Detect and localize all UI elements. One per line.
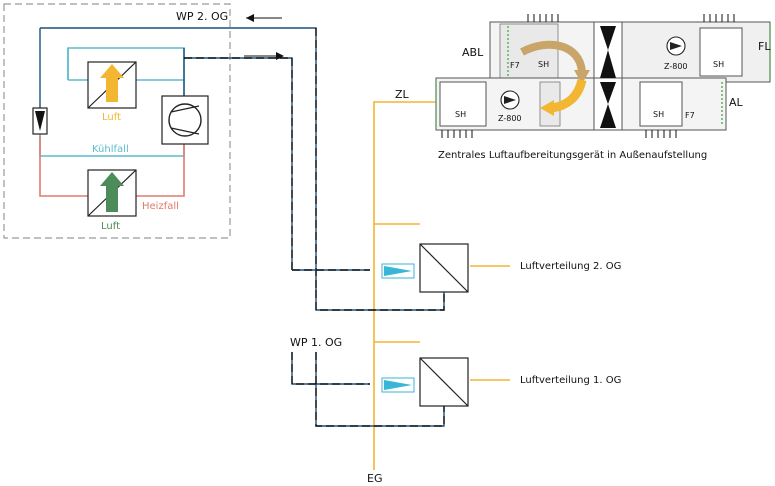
return-arrow-icon (246, 14, 282, 22)
sh-label-4: SH (653, 110, 664, 119)
sh-label-3: SH (455, 110, 466, 119)
wp2-label: WP 2. OG (176, 10, 228, 23)
fl-label: FL (758, 40, 771, 53)
heat-pump-enclosure (3, 3, 231, 239)
f7-left-label: F7 (510, 61, 520, 70)
al-label: AL (729, 96, 744, 109)
water-lines-1og-dashed (291, 352, 445, 427)
rotor-arrow-icon (520, 40, 586, 73)
wp1-label: WP 1. OG (290, 336, 342, 349)
heizfall-label: Heizfall (142, 201, 179, 212)
zl-label: ZL (395, 88, 410, 101)
luft-heat-label: Luft (101, 221, 120, 232)
kuehlfall-label: Kühlfall (92, 144, 129, 155)
air-arrow-cool-icon (100, 64, 124, 102)
supply-arrow-icon (244, 52, 284, 60)
heating-circuit (39, 136, 185, 197)
cooling-heat-exchanger (87, 61, 137, 109)
fan-bottom-icon (500, 90, 520, 110)
air-handling-unit (435, 14, 771, 138)
heat-pump-water-lines (39, 27, 317, 290)
supply-air-riser (373, 101, 510, 470)
heat-exchanger-2og (419, 243, 469, 293)
control-valve-1og-icon (381, 377, 415, 393)
dist-2og-label: Luftverteilung 2. OG (520, 261, 621, 272)
luft-cool-label: Luft (102, 112, 121, 123)
expansion-valve-icon (32, 107, 48, 135)
fan-top-label: Z-800 (664, 62, 688, 71)
abl-label: ABL (462, 46, 484, 59)
compressor-icon (161, 95, 209, 145)
air-arrow-heat-icon (100, 172, 124, 212)
water-lines-2og-dashed (292, 269, 445, 311)
sh-label-1: SH (538, 60, 549, 69)
dist-1og-label: Luftverteilung 1. OG (520, 375, 621, 386)
ahu-caption: Zentrales Luftaufbereitungsgerät in Auße… (438, 150, 707, 161)
supply-arrow-ahu-icon (551, 78, 587, 113)
fan-bottom-label: Z-800 (498, 114, 522, 123)
sh-label-2: SH (713, 60, 724, 69)
f7-right-label: F7 (685, 111, 695, 120)
heating-heat-exchanger (87, 169, 137, 217)
dashed-overlay (184, 28, 317, 290)
control-valve-2og-icon (381, 263, 415, 279)
fan-top-icon (666, 36, 686, 56)
eg-label: EG (367, 472, 382, 485)
heat-exchanger-1og (419, 357, 469, 407)
